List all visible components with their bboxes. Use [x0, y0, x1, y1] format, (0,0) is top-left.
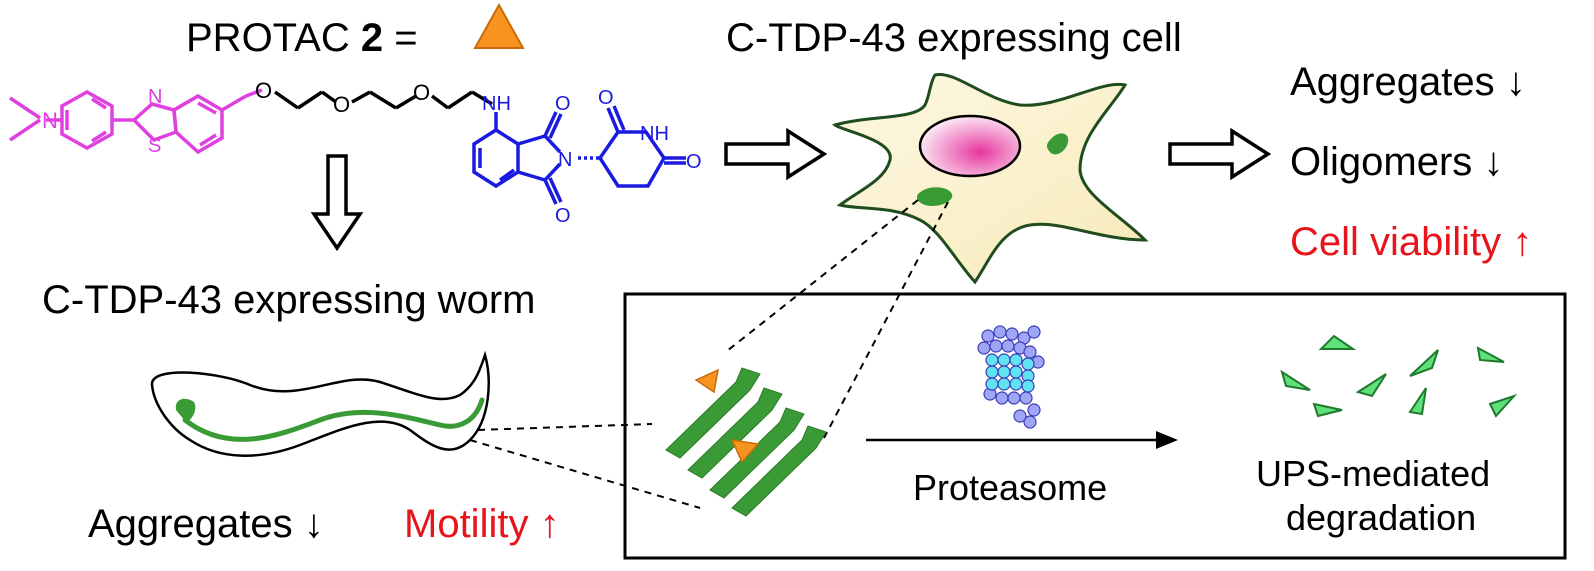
chem-atom-o: O [413, 80, 430, 105]
cell-icon [832, 72, 1149, 285]
zoom-line [469, 439, 701, 509]
worm-motility: Motility ↑ [404, 502, 560, 546]
worm-icon [150, 350, 490, 457]
worm-pharynx [175, 398, 196, 422]
aggregate-fibril-icon [665, 367, 827, 517]
chem-atom-o: O [555, 205, 571, 227]
outcome-cell-viability: Cell viability ↑ [1290, 220, 1533, 264]
zoom-line [726, 199, 919, 352]
chem-atom-o: O [598, 87, 614, 109]
cell-aggregate [916, 187, 953, 206]
chem-atom-n: N [42, 108, 58, 133]
degradation-label-line2: degradation [1286, 497, 1477, 538]
protac-title: PROTAC 2 = [186, 18, 418, 58]
outcome-oligomers: Oligomers ↓ [1290, 140, 1504, 184]
chem-atom-nh: NH [482, 93, 511, 115]
chem-atom-n: N [558, 149, 572, 171]
e3-ligand-structure [472, 105, 686, 205]
proteasome-label: Proteasome [913, 467, 1108, 508]
protac-triangle-icon [694, 368, 719, 394]
peg-linker-structure [274, 90, 493, 110]
chem-atom-n: N [148, 86, 162, 108]
hollow-down-arrow-icon [310, 154, 364, 252]
cell-title: C-TDP-43 expressing cell [726, 16, 1182, 60]
degradation-label-line1: UPS-mediated [1256, 453, 1491, 494]
chem-atom-o: O [255, 78, 272, 103]
zoom-line [477, 423, 653, 431]
protac-number: 2 [360, 16, 384, 60]
chem-atom-nh: NH [640, 123, 669, 145]
outcome-aggregates: Aggregates ↓ [1290, 60, 1526, 104]
chem-atom-o: O [686, 151, 702, 173]
protac-triangle-icon [730, 439, 760, 464]
chem-atom-o: O [555, 93, 571, 115]
target-binder-structure [9, 88, 263, 155]
cell-aggregate [1047, 133, 1069, 155]
hollow-right-arrow-icon [724, 127, 828, 181]
degraded-fragments-icon [1280, 334, 1518, 418]
chem-atom-o: O [333, 92, 350, 117]
protac-triangle-icon [473, 2, 525, 49]
zoom-line [823, 201, 949, 439]
protac-title-suffix: = [383, 16, 418, 60]
proteasome-icon [977, 325, 1045, 429]
worm-title: C-TDP-43 expressing worm [42, 278, 536, 322]
hollow-right-arrow-icon [1168, 127, 1272, 181]
nucleus [918, 114, 1022, 178]
arrow-head-icon [1156, 431, 1178, 449]
protac-title-prefix: PROTAC [186, 16, 361, 60]
chem-atom-s: S [148, 135, 161, 157]
worm-aggregates: Aggregates ↓ [88, 502, 324, 546]
worm-gut [182, 397, 485, 442]
mechanism-box [623, 292, 1567, 560]
